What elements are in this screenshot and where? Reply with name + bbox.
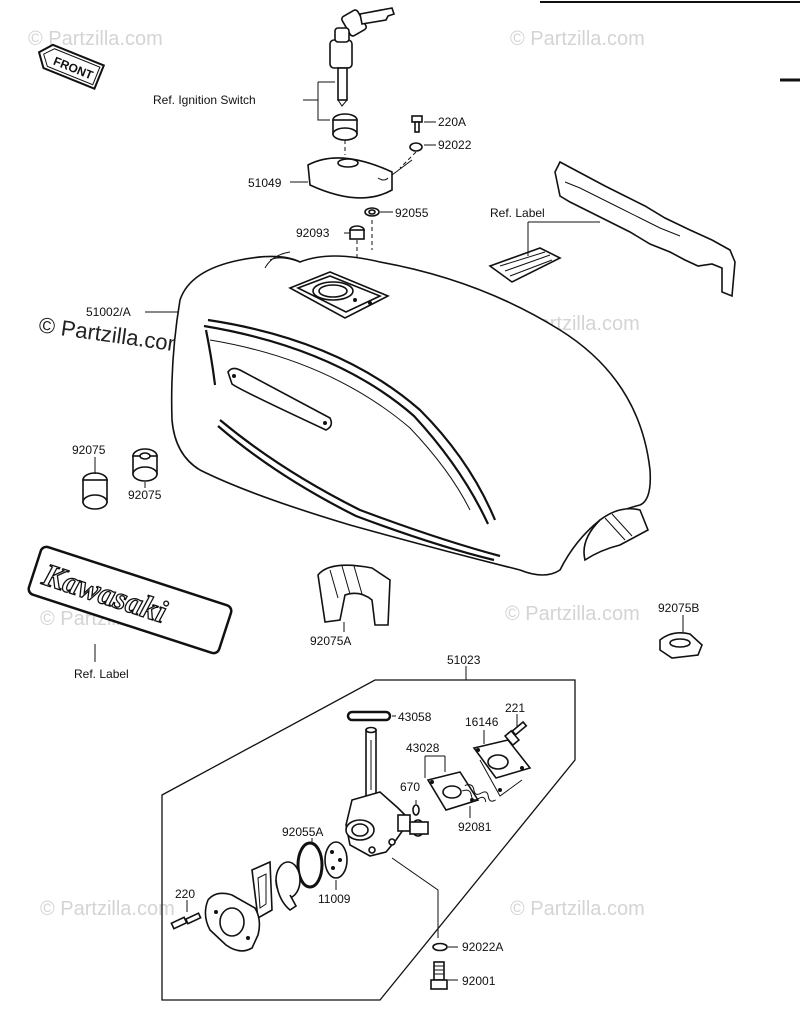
screw-220A <box>411 115 423 133</box>
edge-marks <box>540 1 800 82</box>
label-92022: 92022 <box>438 138 472 152</box>
spring-92081 <box>462 784 496 803</box>
label-92093: 92093 <box>296 226 330 240</box>
label-decal-small <box>488 247 562 283</box>
label-92001: 92001 <box>462 974 496 988</box>
label-51023: 51023 <box>447 653 481 667</box>
label-92075-b: 92075 <box>128 488 162 502</box>
label-16146: 16146 <box>465 715 499 729</box>
screw-220 <box>170 912 202 930</box>
washer-92022A <box>432 942 448 952</box>
diaphragm-43028 <box>426 771 480 811</box>
cover-16146 <box>472 739 532 797</box>
label-92055: 92055 <box>395 206 429 220</box>
rubber-92075A <box>317 564 391 626</box>
kawasaki-emblem-label: Kawasaki <box>27 545 233 655</box>
label-92081: 92081 <box>458 820 492 834</box>
watermark: © Partzilla.com <box>28 28 163 50</box>
label-92022A: 92022A <box>462 940 503 954</box>
label-51002A: 51002/A <box>86 305 131 319</box>
bolt-92001 <box>430 961 448 990</box>
label-ignition-switch: Ref. Ignition Switch <box>153 93 256 107</box>
watermark: © Partzilla.com <box>510 28 645 50</box>
watermark-dark: © Partzilla.com <box>37 312 187 357</box>
o-ring-670 <box>412 804 420 816</box>
o-ring-92055A <box>296 841 324 889</box>
fuel-cock-group-box <box>161 679 576 1001</box>
label-220: 220 <box>175 887 195 901</box>
nut-92093 <box>349 225 365 240</box>
screw-221 <box>503 720 528 747</box>
watermark: © Partzilla.com <box>510 898 645 920</box>
fuel-cock-body <box>345 726 429 857</box>
label-220A: 220A <box>438 115 466 129</box>
label-ref-label-top: Ref. Label <box>490 206 545 220</box>
cap-cover-51049 <box>307 157 393 199</box>
gasket-11009 <box>324 841 348 879</box>
watermark: © Partzilla.com <box>505 603 640 625</box>
ignition-key-icon <box>329 7 396 107</box>
grommet-92075B <box>659 632 703 659</box>
label-92075A: 92075A <box>310 634 351 648</box>
label-92075-a: 92075 <box>72 443 106 457</box>
label-670: 670 <box>400 780 420 794</box>
label-11009: 11009 <box>318 892 351 906</box>
label-43058: 43058 <box>398 710 432 724</box>
fuel-tank-51002 <box>170 251 652 576</box>
label-92055A: 92055A <box>282 825 323 839</box>
label-strip-part <box>554 160 736 298</box>
washer-92022 <box>409 142 423 152</box>
label-221: 221 <box>505 701 525 715</box>
label-43028: 43028 <box>406 741 440 755</box>
damper-92075-b <box>132 448 158 482</box>
damper-92075-a <box>82 472 108 510</box>
ignition-switch-cylinder <box>332 113 358 141</box>
mounting-plate <box>204 892 261 952</box>
watermark: © Partzilla.com <box>40 898 175 920</box>
label-51049: 51049 <box>248 176 282 190</box>
label-ref-label-bottom: Ref. Label <box>74 667 129 681</box>
lever-assembly <box>251 860 301 920</box>
label-92075B: 92075B <box>658 601 699 615</box>
gasket-43058 <box>346 710 392 722</box>
